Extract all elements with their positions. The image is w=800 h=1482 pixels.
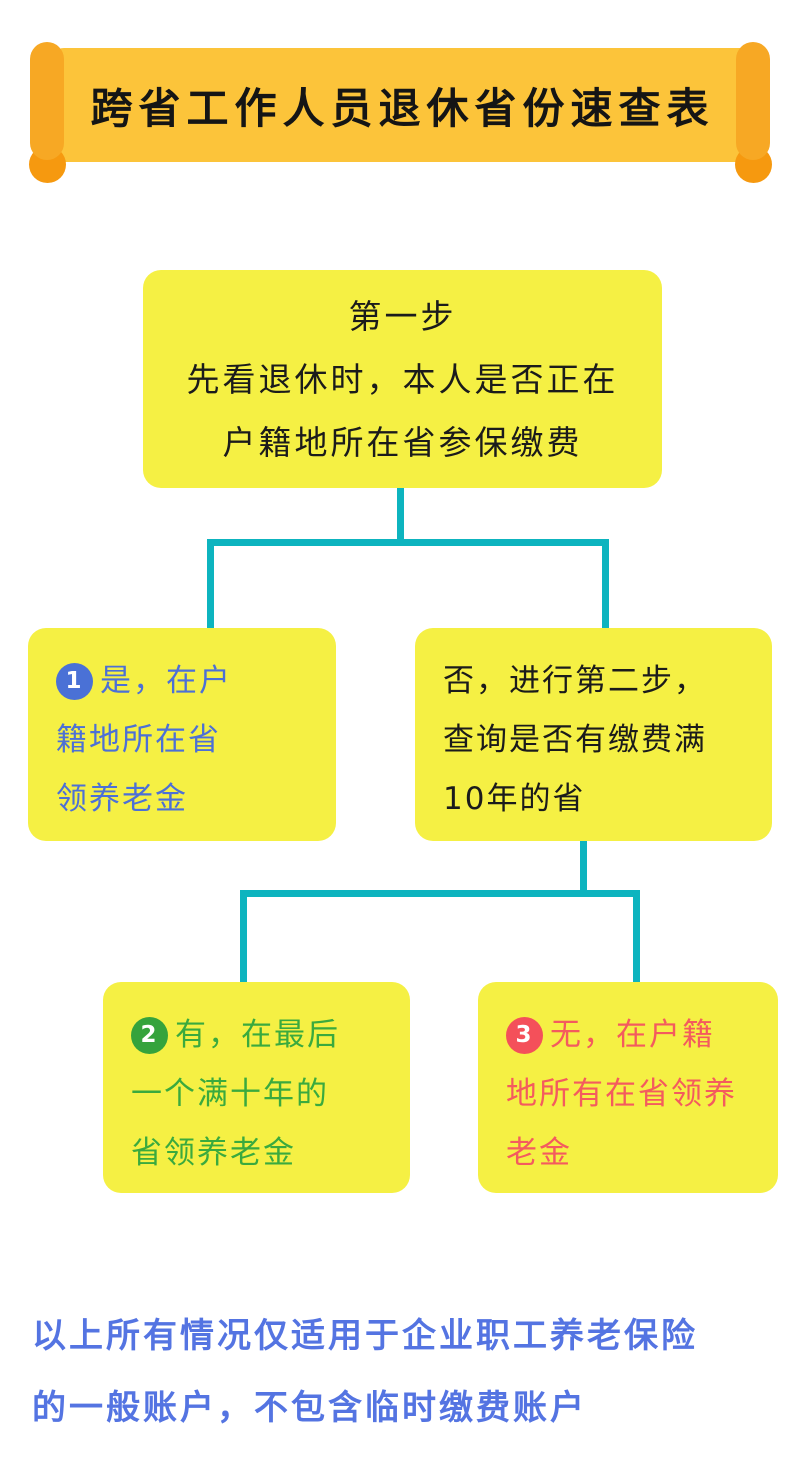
- card-branch-no: 否，进行第二步， 查询是否有缴费满 10年的省: [415, 628, 772, 841]
- connector-step1-stem: [397, 488, 404, 543]
- result-none-line3: 老金: [506, 1135, 572, 1171]
- connector-level1-bar: [207, 539, 609, 546]
- connector-step2-stem: [580, 841, 587, 895]
- result-none-line1: 无，在户籍: [550, 1017, 715, 1053]
- branch-yes-line3: 领养老金: [56, 781, 188, 817]
- card-result-has-10yr: 2 有，在最后 一个满十年的 省领养老金: [103, 982, 410, 1193]
- branch-yes-line1: 是，在户: [100, 663, 232, 699]
- branch-no-line3: 10年的省: [443, 781, 586, 817]
- card-branch-yes: 1 是，在户 籍地所在省 领养老金: [28, 628, 336, 841]
- step-badge-2: 2: [131, 1017, 168, 1054]
- scroll-rod-left-icon: [30, 42, 64, 160]
- connector-drop-none: [633, 890, 640, 983]
- branch-yes-line2: 籍地所在省: [56, 722, 221, 758]
- connector-drop-has: [240, 890, 247, 983]
- footer-note-line1: 以上所有情况仅适用于企业职工养老保险: [32, 1316, 698, 1356]
- result-has-line1: 有，在最后: [175, 1017, 340, 1053]
- scroll-rod-right-icon: [736, 42, 770, 160]
- connector-drop-yes: [207, 539, 214, 629]
- step1-line1: 第一步: [348, 296, 457, 336]
- branch-no-line2: 查询是否有缴费满: [443, 722, 707, 758]
- step-badge-1: 1: [56, 663, 93, 700]
- step-badge-3: 3: [506, 1017, 543, 1054]
- result-has-line3: 省领养老金: [131, 1135, 296, 1171]
- result-none-line2: 地所有在省领养: [506, 1076, 737, 1112]
- card-result-no-10yr: 3 无，在户籍 地所有在省领养 老金: [478, 982, 778, 1193]
- footer-note: 以上所有情况仅适用于企业职工养老保险 的一般账户，不包含临时缴费账户: [32, 1300, 772, 1444]
- connector-level2-bar: [240, 890, 640, 897]
- connector-drop-no: [602, 539, 609, 629]
- page-title: 跨省工作人员退休省份速查表: [90, 83, 715, 133]
- result-has-line2: 一个满十年的: [131, 1076, 329, 1112]
- branch-no-line1: 否，进行第二步，: [443, 663, 707, 699]
- step1-line2: 先看退休时，本人是否正在: [186, 359, 619, 399]
- step1-line3: 户籍地所在省参保缴费: [222, 422, 583, 462]
- title-banner: 跨省工作人员退休省份速查表: [50, 48, 755, 162]
- card-step1: 第一步 先看退休时，本人是否正在 户籍地所在省参保缴费: [143, 270, 662, 488]
- footer-note-line2: 的一般账户，不包含临时缴费账户: [32, 1388, 587, 1428]
